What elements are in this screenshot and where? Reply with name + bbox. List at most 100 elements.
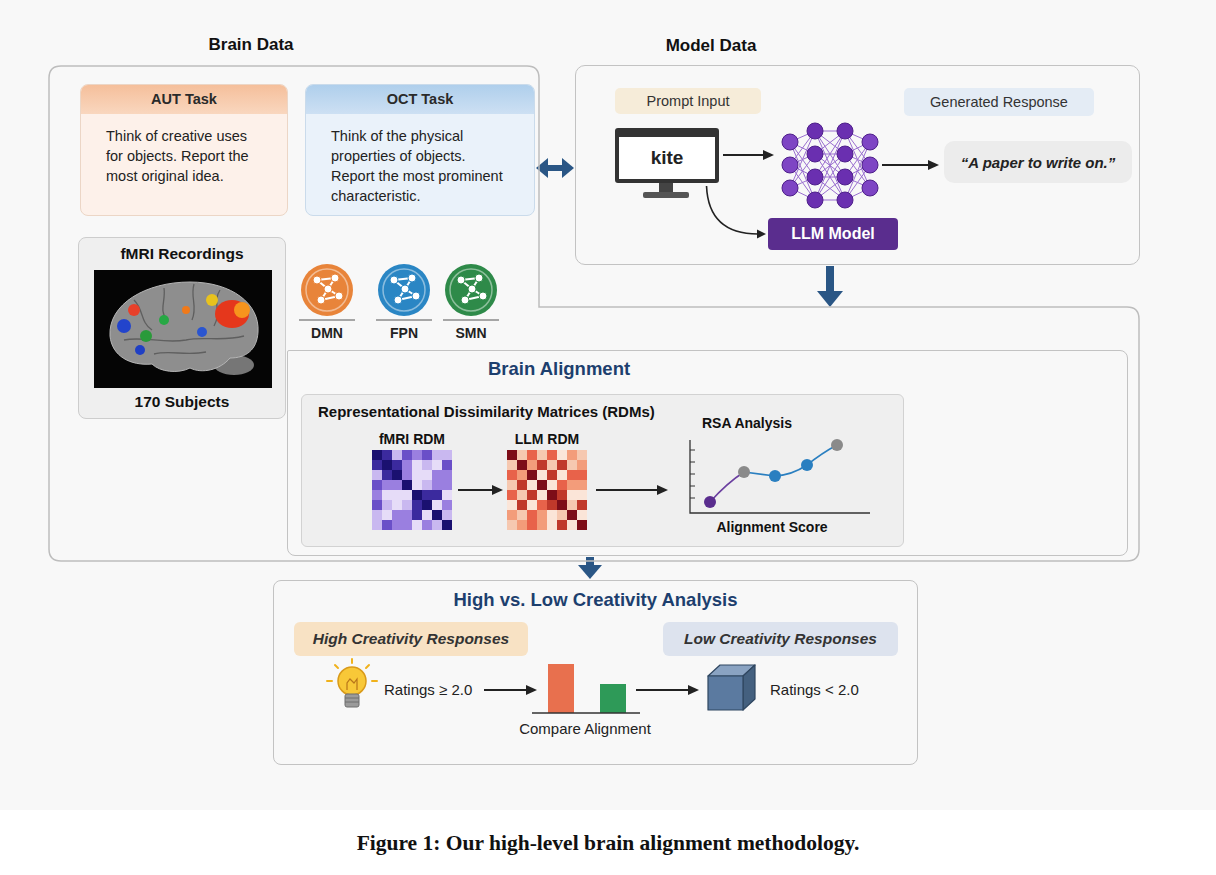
- matrix-cell: [432, 520, 442, 530]
- matrix-cell: [392, 500, 402, 510]
- rdm-illustration: [492, 485, 503, 495]
- matrix-cell: [412, 480, 422, 490]
- fmri-matrix: [372, 450, 452, 530]
- group-pill: High Creativity Responses: [294, 622, 528, 656]
- model-name: LLM Model: [791, 225, 875, 243]
- matrix-cell: [537, 480, 547, 490]
- arrow-head: [928, 160, 939, 170]
- arrow-line: [484, 689, 527, 691]
- matrix-cell: [527, 480, 537, 490]
- matrix-cell: [517, 500, 527, 510]
- rdm-illustration: [690, 462, 695, 463]
- matrix-cell: [527, 490, 537, 500]
- matrix-cell: [392, 470, 402, 480]
- matrix-title: LLM RDM: [487, 431, 607, 447]
- network-unit: [837, 123, 853, 139]
- matrix-cell: [432, 460, 442, 470]
- matrix-cell: [392, 480, 402, 490]
- matrix-cell: [422, 510, 432, 520]
- network-name: DMN: [287, 325, 367, 341]
- llm-matrix: [507, 450, 587, 530]
- rating-label: Compare Alignment: [505, 720, 665, 737]
- matrix-cell: [517, 460, 527, 470]
- matrix-cell: [372, 500, 382, 510]
- matrix-cell: [557, 470, 567, 480]
- matrix-cell: [567, 470, 577, 480]
- arrow-line: [826, 266, 834, 292]
- matrix-cell: [402, 480, 412, 490]
- matrix-cell: [507, 520, 517, 530]
- matrix-cell: [392, 490, 402, 500]
- arrow-line: [636, 689, 689, 691]
- rdm-panel: Representational Dissimilarity Matrices …: [301, 394, 904, 547]
- rdm-illustration: [690, 450, 695, 498]
- network-circle: [297, 262, 357, 322]
- network-circle: [313, 276, 321, 284]
- model-data-panel: Model DataPrompt InputGenerated Response…: [575, 65, 1140, 265]
- rdm-illustration: [657, 485, 668, 495]
- network-circle: [374, 262, 434, 322]
- matrix-cell: [527, 500, 537, 510]
- matrix-cell: [547, 500, 557, 510]
- rdm-illustration: [690, 450, 695, 451]
- matrix-cell: [442, 450, 452, 460]
- pill-text: Prompt Input: [646, 93, 729, 109]
- arrow-line: [882, 164, 929, 166]
- matrix-cell: [577, 480, 587, 490]
- matrix-cell: [507, 460, 517, 470]
- network-circle: [445, 264, 497, 316]
- network-link: [815, 131, 845, 200]
- matrix-cell: [382, 500, 392, 510]
- matrix-cell: [557, 510, 567, 520]
- matrix-cell: [557, 480, 567, 490]
- matrix-cell: [382, 480, 392, 490]
- matrix-cell: [557, 450, 567, 460]
- recording-card: fMRI Recordings170 Subjects: [78, 237, 286, 419]
- brain-scan: [135, 345, 145, 355]
- network-link: [815, 131, 845, 200]
- matrix-cell: [567, 510, 577, 520]
- bar: [600, 684, 626, 713]
- network-unit: [807, 146, 823, 162]
- matrix-cell: [412, 520, 422, 530]
- response-bubble: “A paper to write on.”: [944, 141, 1132, 183]
- bar-baseline: [532, 712, 640, 714]
- matrix-cell: [547, 480, 557, 490]
- network-circle: [306, 269, 348, 311]
- rdm-illustration: [690, 498, 695, 499]
- matrix-cell: [372, 460, 382, 470]
- matrix-cell: [442, 510, 452, 520]
- card-title: fMRI Recordings: [79, 245, 285, 263]
- matrix-cell: [422, 500, 432, 510]
- matrix-cell: [557, 490, 567, 500]
- network-circle: [331, 274, 339, 282]
- network-circle: [394, 296, 402, 304]
- network-name: SMN: [431, 325, 511, 341]
- brain-scan: [128, 304, 140, 316]
- matrix-cell: [517, 470, 527, 480]
- brain-scan: [94, 270, 272, 388]
- lightbulb-icon: [366, 665, 369, 668]
- matrix-cell: [382, 450, 392, 460]
- matrix-title: fMRI RDM: [352, 431, 472, 447]
- matrix-cell: [557, 500, 567, 510]
- arrow-head: [536, 158, 548, 178]
- matrix-cell: [402, 520, 412, 530]
- network-circle: [479, 292, 487, 300]
- arrow-head: [578, 565, 602, 579]
- matrix-cell: [442, 490, 452, 500]
- brain-scan: [154, 352, 206, 354]
- matrix-cell: [577, 520, 587, 530]
- panel-title: Brain Data: [48, 35, 454, 55]
- rdm-illustration: [690, 440, 870, 513]
- tag-pill: Generated Response: [904, 88, 1094, 116]
- matrix-cell: [507, 500, 517, 510]
- cube-icon: [708, 665, 755, 710]
- network-circle: [441, 262, 501, 322]
- panel-outline: [49, 66, 1139, 561]
- matrix-cell: [432, 490, 442, 500]
- matrix-cell: [372, 520, 382, 530]
- matrix-cell: [567, 500, 577, 510]
- matrix-cell: [527, 520, 537, 530]
- brain-scan: [94, 270, 272, 388]
